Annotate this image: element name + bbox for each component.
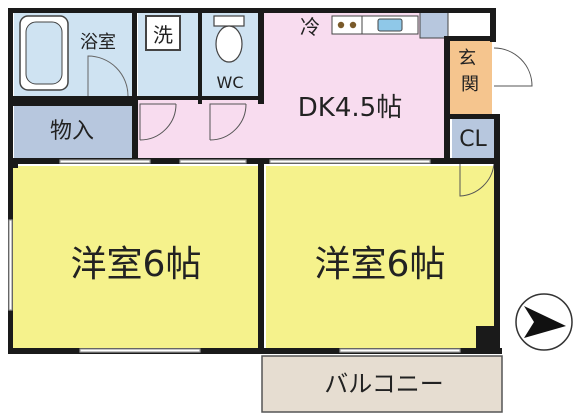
storage-area <box>14 106 134 158</box>
dk-lower-area <box>138 100 262 162</box>
closet-area <box>452 118 494 158</box>
washer-label: 洗 <box>153 23 173 47</box>
washer-door-arc <box>139 103 177 141</box>
western-room-left-area <box>12 166 260 348</box>
western-room-left-label: 洋室6帖 <box>71 244 202 285</box>
stove-icon <box>331 15 363 35</box>
closet-label: CL <box>459 127 487 152</box>
entrance-door-swing <box>493 47 533 87</box>
bath-door-swing <box>87 55 129 97</box>
walls <box>8 8 502 354</box>
bath-label: 浴室 <box>80 32 116 53</box>
closet-door-swing <box>459 160 495 197</box>
western-room-right-area <box>266 166 494 348</box>
wc-door-arc <box>209 103 247 141</box>
counter-end <box>419 11 449 39</box>
balcony-area <box>261 355 503 413</box>
washer-door-swing <box>139 103 176 140</box>
entrance-area <box>448 40 492 116</box>
fridge-label: 冷 <box>300 15 320 39</box>
washer-box-icon <box>145 15 181 51</box>
bathtub-icon <box>19 15 69 91</box>
dk-area <box>262 12 448 162</box>
north-arrow-icon <box>515 293 573 351</box>
wc-door-swing <box>209 103 246 140</box>
entrance-label-line: 玄 <box>458 48 476 69</box>
storage-label: 物入 <box>50 119 94 144</box>
wc-label: WC <box>217 73 244 92</box>
entrance-label: 玄 関 <box>458 48 482 95</box>
dk-label: DK4.5帖 <box>298 93 402 123</box>
sink-icon <box>377 18 403 32</box>
windows <box>8 159 461 353</box>
balcony-label: バルコニー <box>324 370 444 398</box>
western-room-right-label: 洋室6帖 <box>315 244 446 285</box>
entrance-label-line: 関 <box>461 74 479 95</box>
toilet-icon <box>213 15 245 63</box>
